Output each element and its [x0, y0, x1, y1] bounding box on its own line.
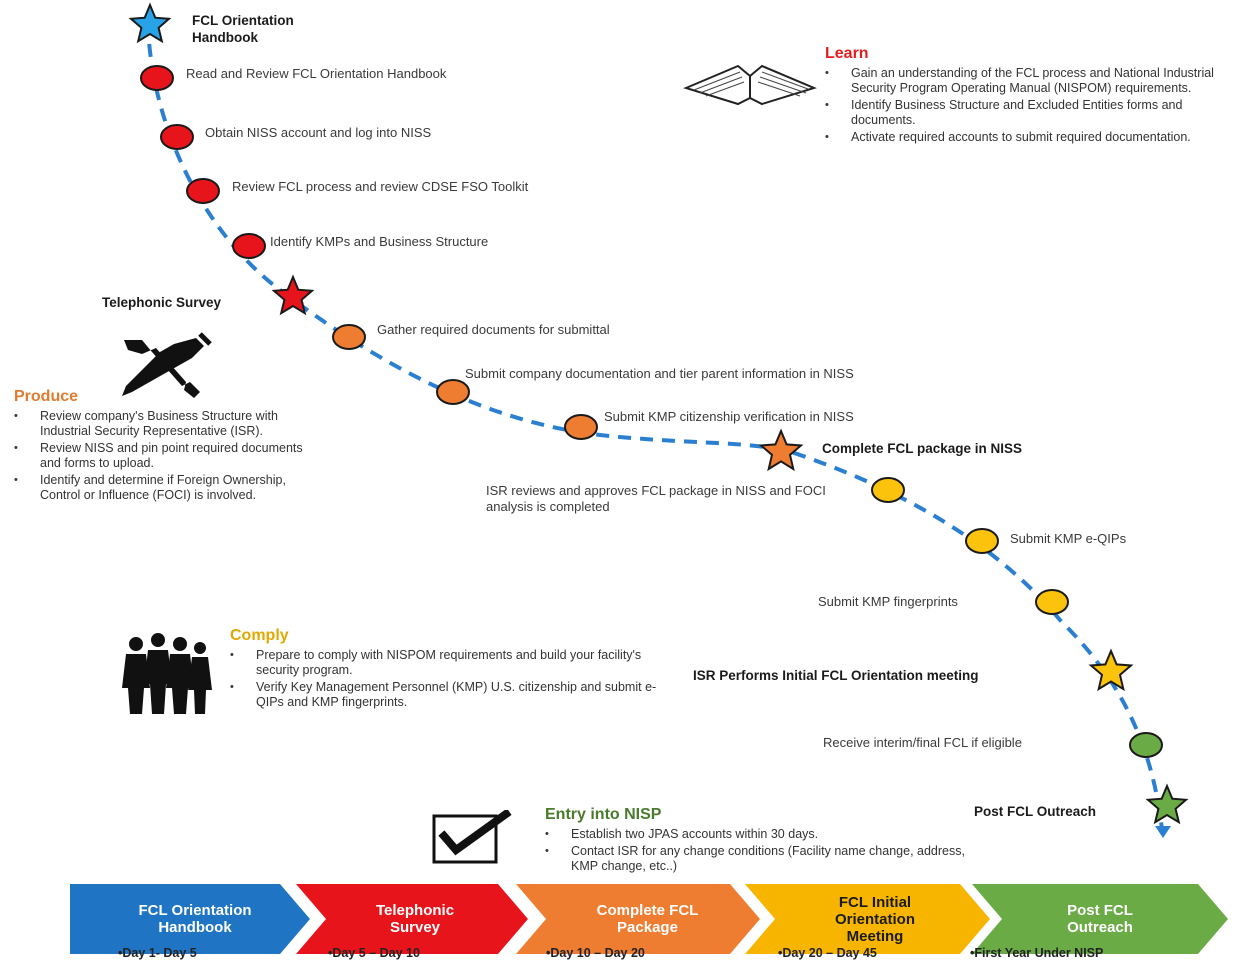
step-marker [332, 324, 366, 350]
step-label: Submit KMP fingerprints [818, 594, 958, 609]
phase-chevron [745, 884, 990, 954]
entry-panel: Entry into NISP Establish two JPAS accou… [545, 806, 965, 876]
step-marker [564, 414, 598, 440]
learn-title: Learn [825, 45, 869, 62]
start-star-icon [128, 2, 172, 44]
comply-bullet: Prepare to comply with NISPOM requiremen… [230, 648, 660, 678]
step-label: Obtain NISS account and log into NISS [205, 125, 432, 140]
produce-title: Produce [14, 388, 79, 405]
phase-chevron [296, 884, 528, 954]
step-label: Submit KMP citizenship verification in N… [604, 409, 854, 424]
step-label: Submit KMP e-QIPs [1010, 531, 1127, 546]
step-marker [186, 178, 220, 204]
path-arrowhead [1155, 826, 1171, 838]
step-label: Review FCL process and review CDSE FSO T… [232, 179, 529, 194]
milestone-label: Telephonic Survey [102, 295, 222, 310]
learn-bullet: Identify Business Structure and Excluded… [825, 98, 1240, 128]
step-marker [140, 65, 174, 91]
step-label: Identify KMPs and Business Structure [270, 234, 489, 249]
step-label: ISR reviews and approves FCL package in … [486, 483, 826, 514]
phase-chevron [972, 884, 1228, 954]
phase-label: Complete FCL Package [596, 902, 699, 936]
phase-chevron [70, 884, 310, 954]
step-marker [232, 233, 266, 259]
produce-bullet: Identify and determine if Foreign Owners… [14, 473, 304, 503]
comply-bullet: Verify Key Management Personnel (KMP) U.… [230, 680, 660, 710]
tools-icon [122, 332, 212, 398]
roadmap-path [146, 21, 1164, 831]
entry-title: Entry into NISP [545, 806, 662, 823]
step-label: Gather required documents for submittal [377, 322, 610, 337]
learn-panel: Learn Gain an understanding of the FCL p… [825, 45, 1240, 147]
people-icon [122, 633, 212, 714]
milestone-star-icon [271, 274, 315, 316]
book-icon [683, 64, 817, 106]
step-marker [965, 528, 999, 554]
step-label: Read and Review FCL Orientation Handbook [186, 66, 447, 81]
comply-title: Comply [230, 627, 289, 644]
phase-days: •Day 1- Day 5 [118, 946, 197, 960]
step-marker [871, 477, 905, 503]
milestone-star-icon [758, 428, 804, 472]
phase-chevron [516, 884, 760, 954]
start-title: FCL Orientation Handbook [192, 13, 294, 45]
milestone-label: Post FCL Outreach [974, 804, 1097, 819]
end-star-icon [1145, 783, 1189, 825]
phase-days: •Day 5 – Day 10 [328, 946, 420, 960]
phase-days: •First Year Under NISP [970, 946, 1104, 960]
produce-bullet: Review NISS and pin point required docum… [14, 441, 304, 471]
phase-days: •Day 20 – Day 45 [778, 946, 877, 960]
learn-bullet: Activate required accounts to submit req… [825, 130, 1240, 145]
phase-label: Telephonic Survey [375, 902, 455, 936]
comply-panel: Comply Prepare to comply with NISPOM req… [230, 627, 660, 712]
phase-label: Post FCL Outreach [1067, 902, 1133, 936]
phase-label: FCL Orientation Handbook [138, 902, 252, 936]
entry-bullet: Contact ISR for any change conditions (F… [545, 844, 965, 874]
milestone-star-icon [1088, 648, 1134, 692]
milestone-label: ISR Performs Initial FCL Orientation mee… [693, 668, 979, 683]
produce-bullet: Review company's Business Structure with… [14, 409, 304, 439]
step-label: Submit company documentation and tier pa… [465, 366, 854, 381]
step-marker [1035, 589, 1069, 615]
phase-label: FCL Initial Orientation Meeting [834, 893, 915, 945]
step-marker [160, 124, 194, 150]
entry-bullet: Establish two JPAS accounts within 30 da… [545, 827, 965, 842]
step-marker [436, 379, 470, 405]
step-marker [1129, 732, 1163, 758]
produce-panel: Produce Review company's Business Struct… [14, 388, 304, 505]
step-label: Receive interim/final FCL if eligible [823, 735, 1022, 750]
phase-days: •Day 10 – Day 20 [546, 946, 645, 960]
milestone-label: Complete FCL package in NISS [822, 441, 1023, 456]
checkmark-icon [432, 810, 512, 864]
learn-bullet: Gain an understanding of the FCL process… [825, 66, 1240, 96]
